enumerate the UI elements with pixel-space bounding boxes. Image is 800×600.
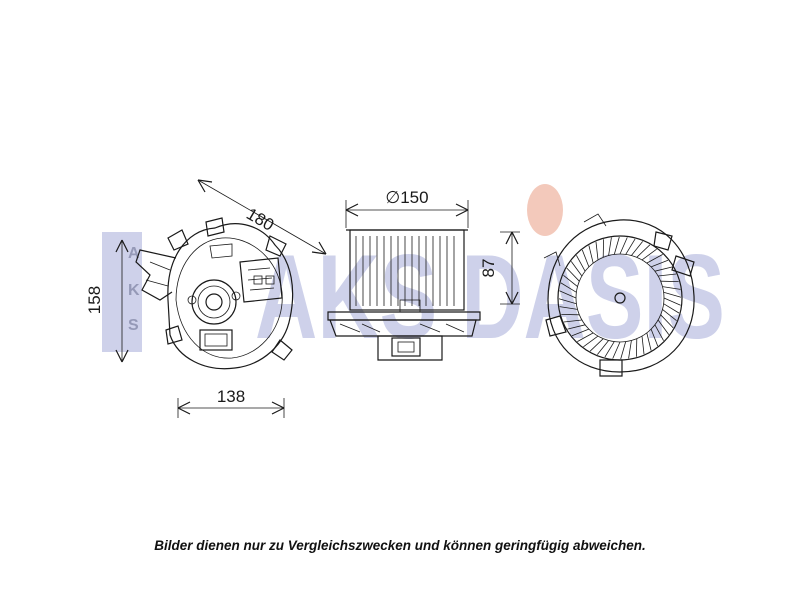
rear-fan-blade-line — [595, 241, 599, 260]
rear-fan-blade-line — [589, 338, 604, 352]
rear-fan-blade-line — [612, 341, 621, 359]
rear-fan-blade-line — [662, 286, 681, 290]
rear-fan-blade-line — [577, 332, 594, 342]
rear-fan-blade-line — [663, 291, 682, 298]
watermark: AKS DASIS A K S — [102, 184, 725, 364]
watermark-accent — [527, 184, 563, 236]
dimension-158: 158 — [85, 239, 129, 363]
rear-fan-blade-line — [613, 236, 620, 255]
rear-fan-blade-line — [660, 314, 674, 329]
rear-fan-blade-line — [583, 335, 599, 348]
rear-view — [543, 213, 695, 377]
watermark-letter-k: K — [128, 282, 140, 299]
dimension-label-158: 158 — [85, 286, 104, 314]
rear-fan-blade-line — [558, 298, 577, 305]
rear-fan-blade-line — [654, 324, 664, 341]
watermark-letter-a: A — [128, 245, 140, 262]
rear-fan-blade-line — [563, 319, 582, 323]
rear-fan-blade-line — [662, 309, 677, 322]
front-view — [135, 217, 294, 370]
rear-fan-blade-line — [619, 237, 628, 255]
rear-fan-blade-line — [566, 267, 580, 282]
rear-fan-blade-line — [596, 340, 609, 355]
rear-fan-blade-line — [646, 332, 652, 351]
rear-fan-blade-line — [559, 306, 578, 310]
rear-fan-blade-line — [576, 255, 586, 272]
rear-fan-blade-line — [570, 261, 583, 277]
rear-fan-blade-line — [588, 245, 594, 264]
dimension-label-138: 138 — [217, 387, 245, 406]
rear-fan-blade-line — [641, 336, 645, 355]
disclaimer-caption: Bilder dienen nur zu Vergleichszwecken u… — [154, 538, 646, 553]
dimension-87: 87 — [479, 231, 520, 305]
rear-fan-blade-line — [663, 303, 680, 314]
rear-fan-blade-line — [650, 259, 669, 268]
rear-fan-blade-line — [658, 273, 677, 277]
side-view — [327, 229, 481, 361]
watermark-letter-s: S — [128, 317, 139, 334]
dimension-label-150: ∅150 — [385, 188, 428, 207]
rear-fan-blade-line — [657, 319, 670, 335]
rear-fan-blade-line — [563, 274, 578, 287]
rear-fan-blade-line — [625, 238, 636, 255]
rear-fan-blade-line — [641, 248, 657, 261]
rear-fan-blade-line — [650, 328, 659, 347]
rear-fan-blade-line — [559, 290, 577, 299]
rear-fan-blade-line — [608, 237, 612, 256]
rear-fan-blade-line — [654, 266, 673, 272]
rear-fan-blade-line — [663, 297, 681, 306]
rear-fan-blade-line — [604, 341, 615, 358]
rear-fan-blade-line — [620, 341, 627, 360]
rear-fan-blade-line — [636, 244, 651, 258]
rear-fan-blade-line — [628, 340, 632, 359]
rear-fan-blade-line — [560, 282, 577, 293]
rear-fan-blade-line — [646, 254, 663, 264]
dimension-150: ∅150 — [345, 188, 469, 228]
watermark-text: AKS DASIS — [255, 230, 725, 364]
rear-fan-blade-line — [631, 241, 644, 256]
rear-fan-blade-line — [567, 324, 586, 330]
rear-fan-blade-line — [581, 249, 590, 268]
dimension-label-87: 87 — [479, 259, 498, 278]
dimension-138: 138 — [177, 387, 285, 418]
rear-fan-blade-line — [571, 328, 590, 337]
